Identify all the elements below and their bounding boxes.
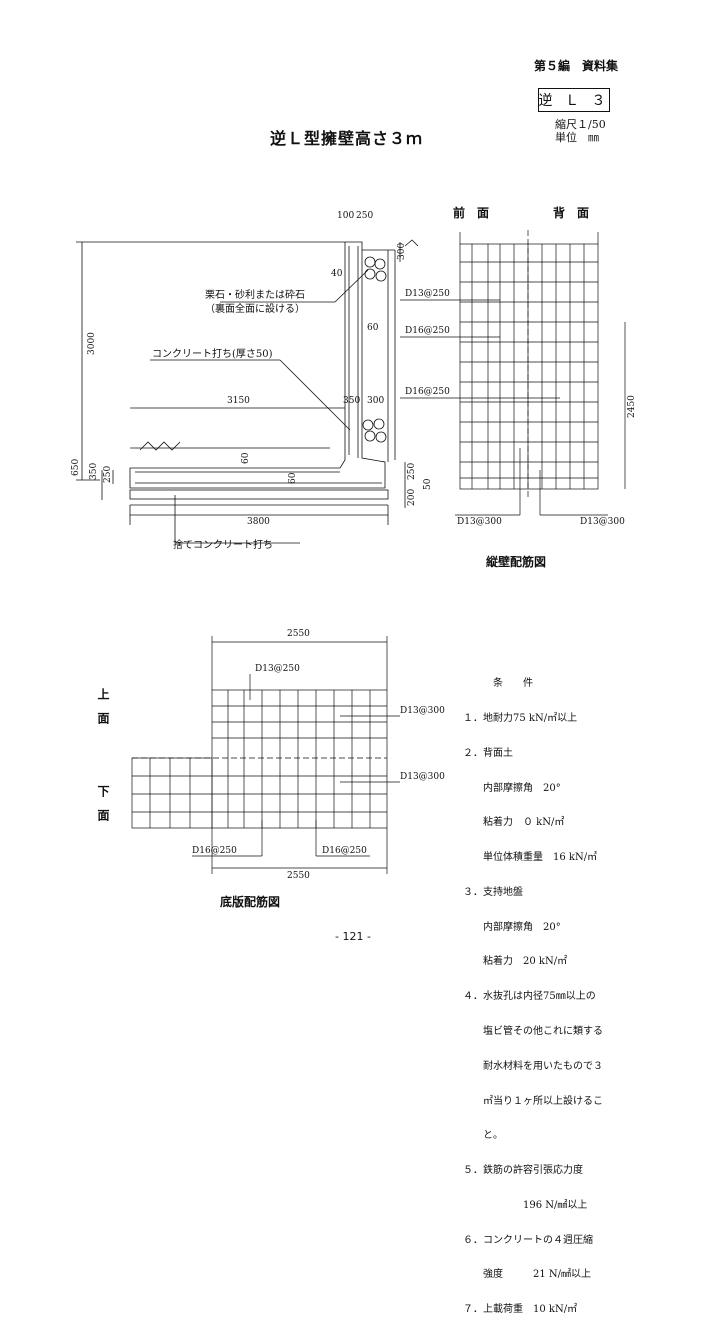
unit-line: 単位 ㎜ — [555, 131, 599, 144]
wall-rebar-labels: 前 面 背 面 D13@250 D16@250 D16@250 D13@300 … — [405, 205, 637, 527]
scale-unit: 縮尺１/50 単位 ㎜ — [555, 118, 606, 144]
side-label-upper: 上 面 — [96, 688, 110, 724]
condition-line: と。 — [463, 1130, 503, 1142]
gravel-fill — [362, 256, 387, 443]
wall-rebar-grid — [400, 230, 626, 516]
dim-60-a: 60 — [367, 323, 379, 333]
label-front: 前 面 — [453, 205, 489, 220]
dim-3000: 3000 — [87, 332, 97, 355]
base-label-bottom-right: D16@250 — [322, 846, 367, 856]
dim-top-250: 250 — [356, 211, 373, 221]
condition-line: 内部摩擦角 20° — [463, 782, 561, 794]
dim-top-100: 100 — [337, 211, 354, 221]
dim-50: 50 — [423, 478, 433, 490]
condition-line: ７．上載荷重 10 kN/㎡ — [463, 1304, 578, 1316]
dim-250-left: 250 — [103, 466, 113, 483]
dim-60-b: 60 — [241, 452, 251, 464]
base-rebar-caption: 底版配筋図 — [220, 895, 281, 909]
conditions-heading: 条 件 — [493, 678, 533, 690]
condition-line: ㎡当り１ヶ所以上設けるこ — [463, 1095, 603, 1107]
condition-line: １．地耐力75 kN/㎡以上 — [463, 712, 578, 724]
drawings-canvas: 100 250 300 40 60 3000 3150 350 300 60 6… — [71, 205, 637, 881]
dim-3150: 3150 — [227, 396, 250, 406]
dim-3800: 3800 — [247, 517, 270, 527]
condition-line: 粘着力 20 kN/㎡ — [463, 956, 568, 968]
base-label-top-left: D13@250 — [255, 664, 300, 674]
condition-line: ５．鉄筋の許容引張応力度 — [463, 1165, 583, 1177]
dim-right-300: 300 — [397, 243, 407, 260]
note-concrete: コンクリート打ち(厚さ50) — [152, 347, 273, 360]
condition-line: 耐水材料を用いたもので３ — [463, 1060, 603, 1072]
side-label-lower: 下 面 — [96, 785, 110, 821]
section-header: 第５編 資料集 — [533, 59, 618, 73]
condition-line: 内部摩擦角 20° — [463, 921, 561, 933]
dim-300: 300 — [367, 396, 384, 406]
condition-line: 強度 21 N/㎟以上 — [463, 1269, 592, 1281]
condition-line: ４．水抜孔は内径75㎜以上の — [463, 991, 596, 1003]
label-back: 背 面 — [553, 205, 589, 220]
conditions-block: 条 件 １．地耐力75 kN/㎡以上 ２．背面土 内部摩擦角 20° 粘着力 ０… — [463, 655, 603, 1327]
rebar-label-4: D13@300 — [457, 517, 502, 527]
cross-section-labels: 100 250 300 40 60 3000 3150 350 300 60 6… — [71, 211, 433, 551]
base-dim-bottom: 2550 — [287, 871, 310, 881]
base-dim-top: 2550 — [287, 629, 310, 639]
rebar-label-5: D13@300 — [580, 517, 625, 527]
page-number: - 121 - — [335, 930, 371, 943]
rebar-label-3: D16@250 — [405, 387, 450, 397]
rebar-label-2: D16@250 — [405, 326, 450, 336]
base-label-right-top: D13@300 — [400, 706, 445, 716]
drawing-id-badge: 逆 Ｌ ３ — [538, 88, 610, 112]
rebar-label-1: D13@250 — [405, 289, 450, 299]
page-title: 逆Ｌ型擁壁高さ３ｍ — [270, 129, 424, 148]
condition-line: 196 N/㎟以上 — [463, 1199, 588, 1211]
base-label-bottom-left: D16@250 — [192, 846, 237, 856]
base-rebar-labels: 2550 2550 D13@250 D13@300 D13@300 D16@25… — [192, 629, 445, 881]
condition-line: 塩ビ管その他これに類する — [463, 1026, 603, 1037]
dim-350-left: 350 — [89, 463, 99, 480]
dim-200: 200 — [407, 489, 417, 506]
wall-rebar-caption: 縦壁配筋図 — [486, 555, 547, 569]
condition-line: ２．背面土 — [463, 747, 513, 759]
condition-line: 単位体積重量 16 kN/㎥ — [463, 852, 598, 864]
note-gravel: 栗石・砂利または砕石 — [205, 288, 305, 301]
dim-250-right: 250 — [407, 463, 417, 480]
dim-350: 350 — [343, 396, 360, 406]
dim-650: 650 — [71, 459, 81, 476]
base-rebar-grid — [131, 636, 400, 874]
condition-line: 粘着力 ０ kN/㎡ — [463, 817, 565, 829]
note-base-concrete: 捨てコンクリート打ち — [173, 538, 273, 551]
dim-40: 40 — [331, 269, 343, 279]
dim-2450: 2450 — [627, 395, 637, 418]
scale-line: 縮尺１/50 — [555, 118, 606, 131]
dim-60-c: 60 — [288, 472, 298, 484]
condition-line: ６．コンクリートの４週圧縮 — [463, 1234, 593, 1246]
base-label-right-mid: D13@300 — [400, 772, 445, 782]
note-gravel-sub: （裏面全面に設ける） — [205, 302, 305, 315]
condition-line: ３．支持地盤 — [463, 886, 523, 898]
cross-section-drawing — [76, 239, 419, 544]
